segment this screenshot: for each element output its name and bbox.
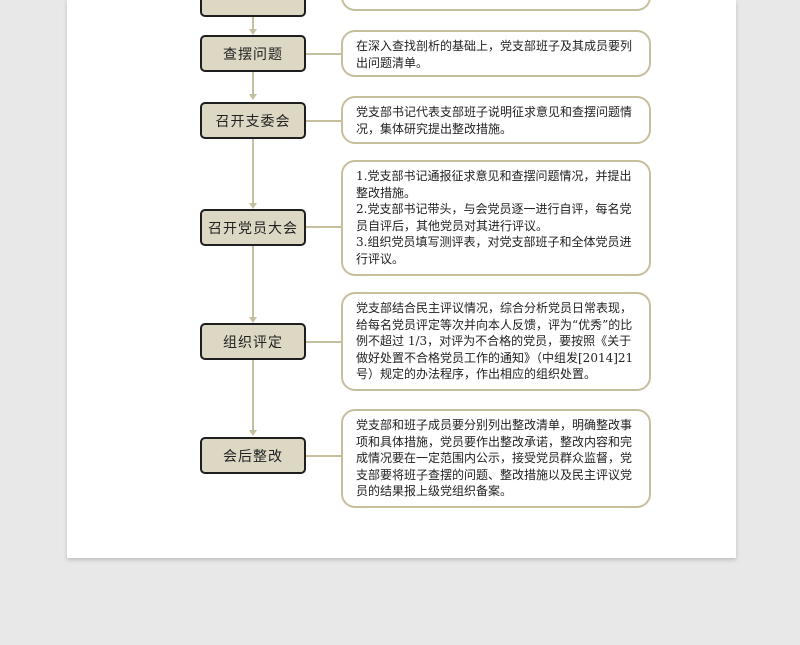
step-label: 召开支委会 xyxy=(215,113,291,130)
step-label: 会后整改 xyxy=(223,448,283,465)
flow-step-evaluation: 组织评定 xyxy=(200,323,306,360)
arrow-down-icon xyxy=(249,203,257,209)
arrow-down-icon xyxy=(249,29,257,35)
step-label: 组织评定 xyxy=(223,334,283,351)
arrow-down-icon xyxy=(249,317,257,323)
flow-step-previous xyxy=(200,0,306,17)
flow-desc-previous xyxy=(341,0,651,11)
connector-line xyxy=(306,226,341,228)
step-label: 查摆问题 xyxy=(223,46,283,63)
connector-line xyxy=(306,53,341,55)
flow-step-committee-meeting: 召开支委会 xyxy=(200,102,306,139)
arrow-down-icon xyxy=(249,94,257,100)
connector-line xyxy=(252,17,254,29)
flow-step-find-problems: 查摆问题 xyxy=(200,35,306,72)
arrow-down-icon xyxy=(249,430,257,436)
step-label: 召开党员大会 xyxy=(208,220,298,237)
connector-line xyxy=(252,72,254,94)
flow-desc-rectification: 党支部和班子成员要分别列出整改清单，明确整改事项和具体措施，党员要作出整改承诺，… xyxy=(341,409,651,508)
connector-line xyxy=(306,455,341,457)
flow-desc-general-meeting: 1.党支部书记通报征求意见和查摆问题情况，并提出整改措施。 2.党支部书记带头，… xyxy=(341,160,651,276)
flow-desc-committee-meeting: 党支部书记代表支部班子说明征求意见和查摆问题情况，集体研究提出整改措施。 xyxy=(341,96,651,144)
connector-line xyxy=(306,120,341,122)
flow-desc-find-problems: 在深入查找剖析的基础上，党支部班子及其成员要列出问题清单。 xyxy=(341,30,651,77)
flow-desc-evaluation: 党支部结合民主评议情况，综合分析党员日常表现，给每名党员评定等次并向本人反馈，评… xyxy=(341,292,651,391)
connector-line xyxy=(306,341,341,343)
connector-line xyxy=(252,360,254,430)
connector-line xyxy=(252,139,254,203)
flow-step-general-meeting: 召开党员大会 xyxy=(200,209,306,246)
connector-line xyxy=(252,246,254,317)
flow-step-rectification: 会后整改 xyxy=(200,437,306,474)
